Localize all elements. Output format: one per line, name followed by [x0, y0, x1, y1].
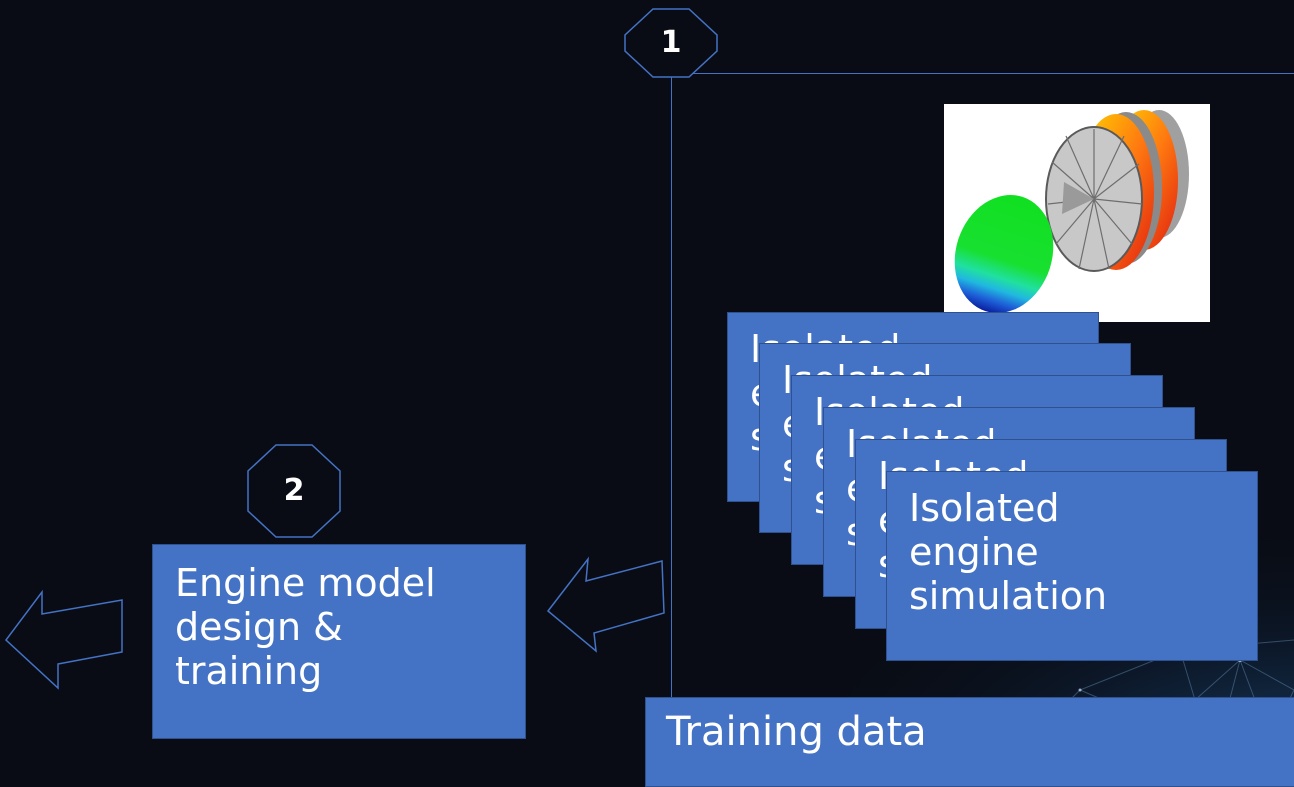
- engine-model-line: Engine model: [175, 561, 436, 605]
- octagon-icon: [624, 8, 718, 78]
- engine-model-line: training: [175, 649, 323, 693]
- turbofan-engine-image: [944, 104, 1210, 322]
- step-2-badge: 2: [246, 443, 342, 539]
- simulation-card-line: engine: [909, 530, 1039, 574]
- octagon-icon: [247, 444, 341, 538]
- step-1-label: 1: [660, 25, 682, 60]
- left-arrow-icon: [546, 556, 665, 653]
- training-data-label: Training data: [666, 709, 927, 755]
- engine-model-line: design &: [175, 605, 343, 649]
- engine-model-box: Engine model design & training: [152, 544, 526, 739]
- step-2-label: 2: [283, 473, 305, 508]
- training-data-box: Training data: [645, 697, 1294, 787]
- simulation-card-line: Isolated: [909, 486, 1060, 530]
- turbofan-engine-icon: [954, 110, 1189, 313]
- step-1-badge: 1: [623, 0, 719, 91]
- left-arrow-icon: [4, 589, 123, 690]
- simulation-group-frame: [671, 73, 1294, 698]
- simulation-card-front: Isolated engine simulation: [886, 471, 1258, 661]
- simulation-card-line: simulation: [909, 574, 1108, 618]
